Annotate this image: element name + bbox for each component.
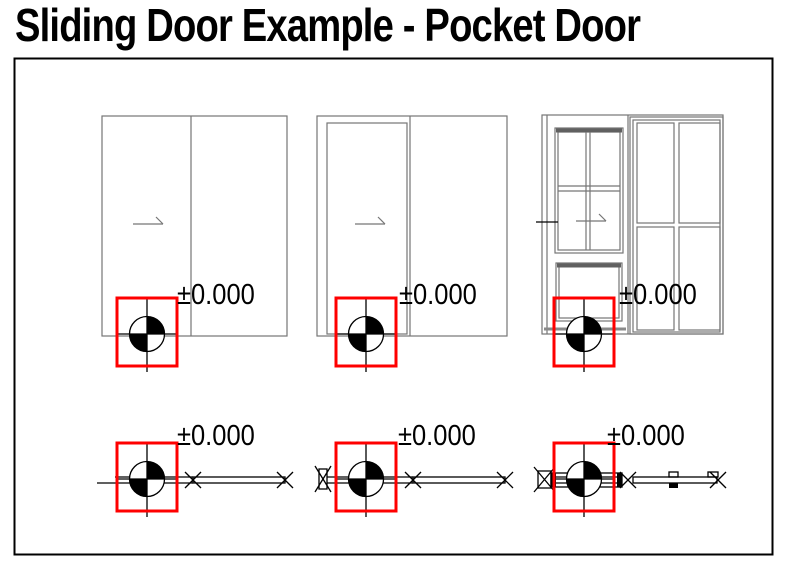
level-label: ±0.000 <box>399 277 477 310</box>
slide-direction-icon <box>575 213 607 222</box>
handle-icon <box>669 483 678 488</box>
survey-marker-icon <box>334 441 398 519</box>
door-leaf-plan <box>412 476 506 484</box>
handle-icon <box>668 471 679 478</box>
level-label: ±0.000 <box>177 418 255 451</box>
level-label: ±0.000 <box>177 277 255 310</box>
leaf-end-icon <box>276 471 294 489</box>
leaf-end-icon <box>404 471 422 489</box>
pocket-jamb <box>318 468 328 490</box>
elevation-view-1 <box>101 115 288 337</box>
slide-direction-icon <box>132 216 164 225</box>
survey-marker-icon <box>334 296 398 374</box>
plan-view-1 <box>97 471 294 489</box>
survey-marker-icon <box>552 296 616 374</box>
slide-direction-icon <box>354 216 386 225</box>
leaf-end-icon <box>496 471 514 489</box>
level-label: ±0.000 <box>607 418 685 451</box>
sheet-border <box>13 57 774 556</box>
sliding-leaf-plan <box>632 471 719 488</box>
level-label: ±0.000 <box>398 418 476 451</box>
page-title: Sliding Door Example - Pocket Door <box>15 0 641 51</box>
glazed-sash <box>554 127 624 254</box>
lower-panel <box>555 262 623 322</box>
panelled-side <box>629 116 724 335</box>
leaf-end-icon <box>184 471 202 489</box>
elevation-view-3 <box>536 114 724 335</box>
survey-marker-icon <box>115 296 179 374</box>
level-label: ±0.000 <box>619 277 697 310</box>
survey-marker-icon <box>552 441 616 519</box>
door-leaf-plan <box>192 476 286 484</box>
survey-marker-icon <box>115 441 179 519</box>
